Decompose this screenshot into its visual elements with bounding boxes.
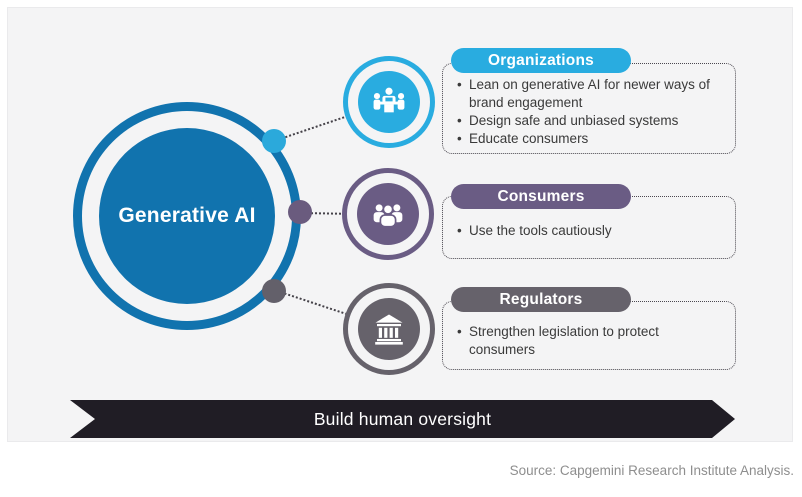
consumers-circle-fill bbox=[357, 183, 419, 245]
diagram-panel: Generative AI bbox=[7, 7, 793, 442]
consumers-bullet-list: Use the tools cautiously bbox=[455, 222, 721, 240]
organizations-bullet-list: Lean on generative AI for newer ways of … bbox=[455, 76, 721, 148]
oversight-banner-label: Build human oversight bbox=[313, 408, 492, 429]
consumers-circle bbox=[342, 168, 434, 260]
regulators-bullet-list: Strengthen legislation to protect consum… bbox=[455, 323, 721, 359]
consumers-pill: Consumers bbox=[451, 184, 631, 209]
bullet-item: Use the tools cautiously bbox=[455, 222, 721, 240]
orbit-dot-organizations bbox=[262, 129, 286, 153]
meeting-icon bbox=[373, 87, 405, 113]
users-icon bbox=[373, 203, 403, 228]
organizations-pill: Organizations bbox=[451, 48, 631, 73]
bullet-item: Design safe and unbiased systems bbox=[455, 112, 721, 130]
bullet-item: Strengthen legislation to protect consum… bbox=[455, 323, 721, 359]
oversight-banner: Build human oversight bbox=[70, 400, 735, 438]
bullet-item: Lean on generative AI for newer ways of … bbox=[455, 76, 721, 112]
orbit-dot-regulators bbox=[262, 279, 286, 303]
orbit-dot-consumers bbox=[288, 200, 312, 224]
organizations-circle bbox=[343, 56, 435, 148]
center-circle: Generative AI bbox=[99, 128, 275, 304]
regulators-circle bbox=[343, 283, 435, 375]
organizations-circle-fill bbox=[358, 71, 420, 133]
bank-icon bbox=[375, 314, 403, 345]
center-circle-label: Generative AI bbox=[118, 204, 256, 227]
regulators-circle-fill bbox=[358, 298, 420, 360]
regulators-box: Strengthen legislation to protect consum… bbox=[442, 301, 736, 370]
bullet-item: Educate consumers bbox=[455, 130, 721, 148]
organizations-box: Lean on generative AI for newer ways of … bbox=[442, 63, 736, 154]
source-citation: Source: Capgemini Research Institute Ana… bbox=[509, 463, 794, 478]
regulators-pill: Regulators bbox=[451, 287, 631, 312]
